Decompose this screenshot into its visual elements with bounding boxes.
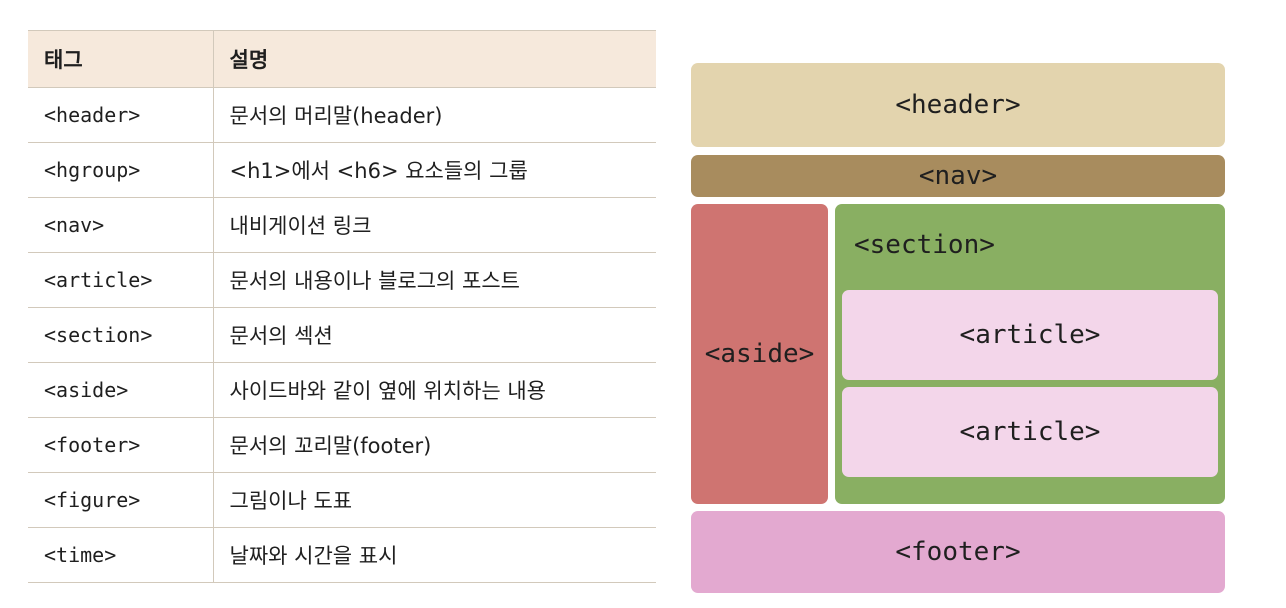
description-cell: 문서의 꼬리말(footer) [213,417,656,473]
column-header-description: 설명 [213,30,656,88]
tag-cell: <footer> [28,417,214,473]
diagram-header-label: <header> [895,90,1021,120]
tag-cell: <aside> [28,362,214,418]
description-cell: 그림이나 도표 [213,472,656,528]
diagram-footer-label: <footer> [895,537,1021,567]
diagram-footer-box: <footer> [691,511,1225,593]
description-cell: 날짜와 시간을 표시 [213,527,656,583]
description-cell: 사이드바와 같이 옆에 위치하는 내용 [213,362,656,418]
description-cell: 문서의 내용이나 블로그의 포스트 [213,252,656,308]
table-row: <article> 문서의 내용이나 블로그의 포스트 [28,252,656,308]
diagram-article-label-2: <article> [959,417,1101,447]
diagram-section-label: <section> [854,230,995,260]
tag-cell: <hgroup> [28,142,214,198]
diagram-aside-label: <aside> [704,339,815,369]
table-header-row: 태그 설명 [28,30,656,88]
table-row: <footer> 문서의 꼬리말(footer) [28,417,656,473]
tag-cell: <figure> [28,472,214,528]
diagram-header-box: <header> [691,63,1225,147]
table-row: <aside> 사이드바와 같이 옆에 위치하는 내용 [28,362,656,418]
description-cell: 내비게이션 링크 [213,197,656,253]
tag-cell: <header> [28,87,214,143]
table-row: <header> 문서의 머리말(header) [28,87,656,143]
description-cell: 문서의 머리말(header) [213,87,656,143]
diagram-nav-label: <nav> [918,161,998,191]
diagram-article-box-1: <article> [842,290,1218,380]
description-cell: 문서의 섹션 [213,307,656,363]
table-row: <nav> 내비게이션 링크 [28,197,656,253]
table-row: <hgroup> <h1>에서 <h6> 요소들의 그룹 [28,142,656,198]
tag-cell: <time> [28,527,214,583]
column-header-tag: 태그 [28,30,214,88]
diagram-nav-box: <nav> [691,155,1225,197]
tag-cell: <section> [28,307,214,363]
tag-cell: <article> [28,252,214,308]
table-row: <figure> 그림이나 도표 [28,472,656,528]
tag-cell: <nav> [28,197,214,253]
table-row: <section> 문서의 섹션 [28,307,656,363]
diagram-article-label-1: <article> [959,320,1101,350]
diagram-article-box-2: <article> [842,387,1218,477]
table-row: <time> 날짜와 시간을 표시 [28,527,656,583]
description-cell: <h1>에서 <h6> 요소들의 그룹 [213,142,656,198]
diagram-aside-box: <aside> [691,204,828,504]
tag-description-table: 태그 설명 <header> 문서의 머리말(header) <hgroup> … [28,30,656,583]
